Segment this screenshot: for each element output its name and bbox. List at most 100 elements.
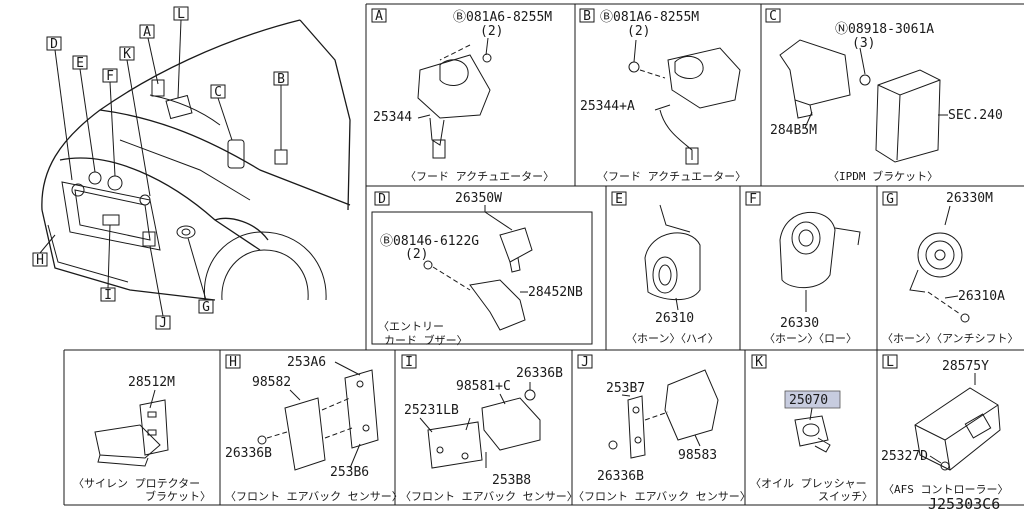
svg-text:K: K [123, 47, 131, 62]
callout-f: F [102, 68, 118, 84]
svg-text:I: I [405, 355, 413, 370]
callout-h: H [32, 252, 48, 268]
panel-l: L 28575Y 25327D 〈AFS コントローラー〉 [881, 354, 1009, 496]
svg-text:H: H [229, 355, 237, 370]
part-number: 26336B [597, 469, 644, 484]
panel-f: F 26330 〈ホーン〉〈ロー〉 [745, 191, 861, 345]
part-number: 98583 [678, 448, 717, 463]
caption: 〈エントリー [378, 320, 444, 333]
quantity: (2) [405, 247, 428, 262]
part-number: Ⓑ081A6-8255M [453, 10, 552, 25]
caption: 〈ホーン〉〈ロー〉 [764, 332, 857, 345]
svg-text:G: G [886, 192, 894, 207]
panel-d: D 26350W Ⓑ08146-6122G (2) 28452NB 〈エントリー… [371, 191, 593, 347]
svg-text:E: E [76, 56, 84, 71]
caption: 〈オイル プレッシャー [750, 477, 867, 490]
callout-c: C [210, 84, 226, 100]
part-number: 28452NB [528, 285, 583, 300]
svg-text:F: F [106, 69, 114, 84]
caption: 〈AFS コントローラー〉 [883, 483, 1009, 496]
caption: 〈フロント エアバック センサー〉 [225, 490, 403, 503]
diagram-id: J25303C6 [928, 495, 1000, 511]
quantity: (2) [627, 24, 650, 39]
svg-text:J: J [581, 355, 589, 370]
panel-g: G 26330M 26310A 〈ホーン〉〈アンチシフト〉 [882, 191, 1019, 345]
callout-b: B [273, 71, 289, 87]
panel-h: H 253A6 98582 26336B 253B6 〈フロント エアバック セ… [225, 354, 403, 503]
part-number: SEC.240 [948, 108, 1003, 123]
panel-j: J 253B7 26336B 98583 〈フロント エアバック センサー〉 [573, 354, 751, 503]
part-number: 26350W [455, 191, 502, 206]
callout-i: I [100, 287, 116, 303]
svg-text:L: L [886, 355, 894, 370]
svg-text:J: J [159, 316, 167, 331]
part-number: 25344 [373, 110, 412, 125]
svg-text:B: B [277, 72, 285, 87]
highlight-25070 [784, 390, 841, 409]
svg-text:L: L [177, 7, 185, 22]
svg-text:B: B [583, 9, 591, 24]
panel-c: C Ⓝ08918-3061A (3) 284B5M SEC.240 〈IPDM … [765, 8, 1003, 183]
caption: 〈フロント エアバック センサー〉 [400, 490, 578, 503]
svg-text:I: I [104, 288, 112, 303]
svg-text:C: C [769, 9, 777, 24]
panel-i: I 26336B 98581+C 25231LB 253B8 〈フロント エアバ… [400, 354, 578, 503]
callout-a: A [139, 24, 155, 40]
callout-k: K [119, 46, 135, 62]
caption: 〈サイレン プロテクター [73, 477, 200, 490]
part-number: 25327D [881, 449, 928, 464]
part-number: 26330 [780, 316, 819, 331]
part-number: Ⓑ08146-6122G [380, 234, 479, 249]
overview-callouts: A L D K E F C B H I J G [32, 6, 289, 331]
panel-e: E 26310 〈ホーン〉〈ハイ〉 [611, 191, 719, 345]
part-number: 98581+C [456, 379, 511, 394]
panel-k: K 25070 〈オイル プレッシャー スイッチ〉 [750, 354, 873, 503]
caption: ブラケット〉 [145, 489, 211, 503]
caption: 〈フロント エアバック センサー〉 [573, 490, 751, 503]
svg-text:A: A [143, 25, 151, 40]
svg-text:D: D [378, 192, 386, 207]
part-number: 25344+A [580, 99, 635, 114]
part-number: 253B6 [330, 465, 369, 480]
callout-j: J [155, 315, 171, 331]
part-number: 253A6 [287, 355, 326, 370]
panel-siren-bracket: 28512M 〈サイレン プロテクター ブラケット〉 [73, 375, 211, 503]
caption: 〈フード アクチュエーター〉 [597, 170, 746, 183]
part-number: 26336B [225, 446, 272, 461]
part-number: 28512M [128, 375, 175, 390]
svg-text:D: D [50, 37, 58, 52]
part-number: 253B8 [492, 473, 531, 488]
panel-a: A Ⓑ081A6-8255M (2) 25344 〈フード アクチュエーター〉 [371, 8, 554, 183]
part-number: 25070 [789, 393, 828, 408]
part-number: 98582 [252, 375, 291, 390]
caption: カード ブザー〉 [384, 333, 468, 347]
caption: 〈ホーン〉〈ハイ〉 [626, 332, 719, 345]
svg-text:K: K [755, 355, 763, 370]
svg-text:A: A [375, 9, 383, 24]
svg-text:E: E [615, 192, 623, 207]
svg-text:F: F [749, 192, 757, 207]
caption: スイッチ〉 [818, 490, 873, 503]
part-number: 253B7 [606, 381, 645, 396]
callout-e: E [72, 55, 88, 71]
part-number: 284B5M [770, 123, 817, 138]
caption: 〈フード アクチュエーター〉 [405, 170, 554, 183]
quantity: (2) [480, 24, 503, 39]
part-number: 25231LB [404, 403, 459, 418]
callout-d: D [46, 36, 62, 52]
vehicle-overview [39, 19, 351, 317]
quantity: (3) [852, 36, 875, 51]
part-number: 28575Y [942, 359, 989, 374]
part-number: 26330M [946, 191, 993, 206]
part-number: 26310A [958, 289, 1005, 304]
part-number: Ⓝ08918-3061A [835, 22, 934, 37]
part-number: Ⓑ081A6-8255M [600, 10, 699, 25]
svg-text:C: C [214, 85, 222, 100]
panel-b: B Ⓑ081A6-8255M (2) 25344+A 〈フード アクチュエーター… [579, 8, 746, 183]
callout-g: G [198, 299, 214, 315]
callout-l: L [173, 6, 189, 22]
part-number: 26310 [655, 311, 694, 326]
svg-text:H: H [36, 253, 44, 268]
panel-grid [63, 3, 1024, 506]
